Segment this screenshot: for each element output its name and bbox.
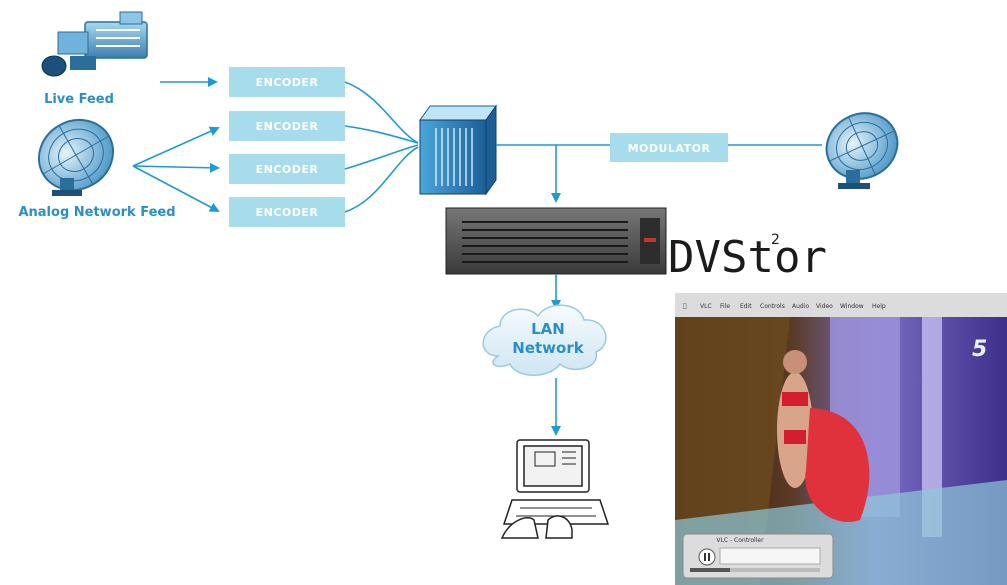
encoder-label: ENCODER [256, 206, 319, 219]
analog-to-encoder3-arrow [132, 162, 220, 173]
encoder-label: ENCODER [256, 120, 319, 133]
menu-bar [675, 293, 1007, 317]
source-arrows [132, 77, 220, 212]
menu-item[interactable]: Edit [740, 303, 752, 310]
apple-icon:  [683, 303, 687, 310]
analog-to-encoder4-arrow [132, 165, 220, 212]
menu-items: VLC File Edit Controls Audio Video Windo… [700, 303, 886, 310]
dvstor-rack-unit [445, 207, 667, 275]
lan-label-line2: Network [512, 339, 584, 357]
menu-item[interactable]: Help [872, 303, 886, 310]
video-camera-icon [41, 11, 148, 77]
cloud-icon [482, 304, 607, 376]
encoder-box: ENCODER [229, 111, 345, 141]
dvstor-brand-superscript: 2 [771, 232, 780, 248]
encoder-to-server-links [344, 81, 419, 213]
menu-item[interactable]: Audio [792, 303, 809, 310]
channel-logo: 5 [972, 337, 987, 362]
server-icon [419, 104, 497, 196]
uplink-dish-icon [825, 112, 899, 189]
encoder-box: ENCODER [229, 154, 345, 184]
server-links [496, 144, 822, 203]
status-display [719, 547, 821, 565]
analog-to-encoder2-arrow [132, 126, 220, 167]
seek-bar[interactable] [690, 568, 820, 572]
satellite-dish-icon [37, 118, 115, 196]
menu-item[interactable]: Video [816, 303, 833, 310]
menu-item[interactable]: File [720, 303, 730, 310]
workstation-icon [500, 439, 610, 539]
menu-item[interactable]: VLC [700, 303, 712, 310]
menu-item[interactable]: Controls [760, 303, 785, 310]
encoder-box: ENCODER [229, 197, 345, 227]
red-fabric [805, 408, 870, 522]
dvstor-brand-text: DVStor [668, 232, 827, 283]
pause-icon [704, 553, 706, 561]
encoder-label: ENCODER [256, 76, 319, 89]
modulator-label: MODULATOR [628, 142, 711, 155]
lan-label-line1: LAN [531, 320, 565, 338]
video-player-window:  VLC File Edit Controls Audio Video Win… [675, 293, 1007, 585]
modulator-box: MODULATOR [610, 133, 728, 162]
encoder-box: ENCODER [229, 67, 345, 97]
analog-feed-label: Analog Network Feed [18, 205, 175, 220]
menu-item[interactable]: Window [840, 303, 864, 310]
pause-button[interactable] [698, 548, 716, 566]
controller-title: VLC - Controller [716, 537, 764, 544]
live-feed-label: Live Feed [44, 92, 114, 107]
encoder-label: ENCODER [256, 163, 319, 176]
